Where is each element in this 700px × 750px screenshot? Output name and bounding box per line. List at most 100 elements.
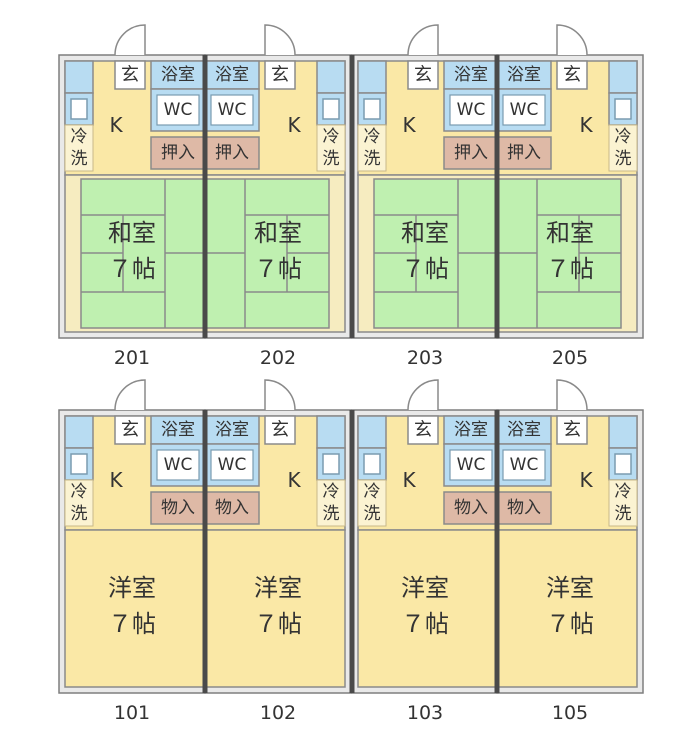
toilet-label: WC: [457, 100, 486, 120]
toilet-fixture: [210, 449, 254, 481]
washer-label-top: 冷: [615, 482, 632, 502]
room-type-label: 洋室: [401, 574, 449, 602]
washer-label-bottom: 洗: [323, 504, 340, 524]
closet: [150, 136, 206, 170]
door-swing: [556, 24, 588, 56]
closet-label: 物入: [215, 498, 249, 518]
closet-label: 押入: [454, 143, 488, 163]
closet-label: 物入: [161, 498, 195, 518]
kitchen-label: K: [287, 468, 301, 492]
washer-label-bottom: 洗: [615, 149, 632, 169]
washer-spot: [316, 479, 346, 527]
lower-floor: 冷洗玄K浴室WC物入洋室７帖101冷洗玄K浴室WC物入洋室７帖102冷洗玄K浴室…: [58, 379, 644, 724]
entrance-label: 玄: [121, 420, 139, 441]
room-size-label: ７帖: [108, 255, 156, 283]
bath-label: 浴室: [161, 65, 195, 85]
cabinet-upper: [608, 415, 638, 449]
bath-label: 浴室: [454, 420, 488, 440]
washer-label-bottom: 洗: [71, 504, 88, 524]
closet: [204, 491, 260, 525]
room-size-label: ７帖: [401, 255, 449, 283]
room-size-label: ７帖: [546, 255, 594, 283]
entrance-label: 玄: [271, 65, 289, 86]
entrance: [407, 60, 439, 90]
upper-floor: 冷洗玄K浴室WC押入和室７帖201冷洗玄K浴室WC押入和室７帖202冷洗玄K浴室…: [58, 24, 644, 369]
kitchen-label: K: [287, 113, 301, 137]
room-size-label: ７帖: [254, 610, 302, 638]
western-room: [204, 529, 346, 688]
cabinet-upper: [64, 415, 94, 449]
washer-label-top: 冷: [364, 127, 381, 147]
washer-label-bottom: 洗: [364, 149, 381, 169]
closet: [443, 136, 499, 170]
cabinet-upper: [608, 60, 638, 94]
toilet-label: WC: [510, 100, 539, 120]
washer-spot: [608, 124, 638, 172]
washer-label-top: 冷: [615, 127, 632, 147]
door-swing: [114, 24, 146, 56]
door-swing: [407, 379, 439, 411]
bathroom: [150, 415, 206, 445]
kitchen-label: K: [109, 113, 123, 137]
kitchen-label: K: [402, 468, 416, 492]
room-type-label: 和室: [108, 219, 156, 247]
toilet-fixture: [210, 94, 254, 126]
entrance: [114, 415, 146, 445]
door-swing: [114, 379, 146, 411]
kitchen-label: K: [402, 113, 416, 137]
toilet-label: WC: [218, 455, 247, 475]
washer-label-top: 冷: [323, 127, 340, 147]
entrance-label: 玄: [414, 420, 432, 441]
closet-label: 物入: [454, 498, 488, 518]
room-size-label: ７帖: [108, 610, 156, 638]
toilet-fixture: [502, 94, 546, 126]
kitchen-label: K: [109, 468, 123, 492]
fridge-box: [363, 98, 381, 120]
room-type-label: 和室: [546, 219, 594, 247]
unit-number-label: 202: [260, 347, 296, 369]
toilet-label: WC: [164, 100, 193, 120]
bathroom: [150, 60, 206, 90]
closet-label: 押入: [215, 143, 249, 163]
kitchen-label: K: [579, 468, 593, 492]
washer-spot: [608, 479, 638, 527]
cabinet-upper: [316, 415, 346, 449]
entrance-label: 玄: [414, 65, 432, 86]
fridge-box: [322, 98, 340, 120]
washer-label-bottom: 洗: [615, 504, 632, 524]
fridge-box: [70, 98, 88, 120]
unit-number-label: 205: [552, 347, 588, 369]
cabinet-upper: [316, 60, 346, 94]
unit-number-label: 102: [260, 702, 296, 724]
door-swing: [556, 379, 588, 411]
closet: [443, 491, 499, 525]
unit-number-label: 105: [552, 702, 588, 724]
unit-number-label: 203: [407, 347, 443, 369]
toilet-fixture: [449, 449, 493, 481]
unit-number-label: 201: [114, 347, 150, 369]
toilet-fixture: [449, 94, 493, 126]
cabinet-upper: [357, 415, 387, 449]
entrance: [556, 415, 588, 445]
toilet-fixture: [156, 94, 200, 126]
western-room: [496, 529, 638, 688]
unit-number-label: 101: [114, 702, 150, 724]
bath-label: 浴室: [161, 420, 195, 440]
room-size-label: ７帖: [546, 610, 594, 638]
room-type-label: 和室: [254, 219, 302, 247]
closet-label: 物入: [507, 498, 541, 518]
toilet-label: WC: [510, 455, 539, 475]
closet: [204, 136, 260, 170]
bath-label: 浴室: [215, 420, 249, 440]
bathroom: [204, 60, 260, 90]
toilet-label: WC: [164, 455, 193, 475]
bath-label: 浴室: [507, 420, 541, 440]
room-type-label: 洋室: [254, 574, 302, 602]
fridge-box: [70, 453, 88, 475]
room-type-label: 洋室: [546, 574, 594, 602]
entrance: [264, 60, 296, 90]
